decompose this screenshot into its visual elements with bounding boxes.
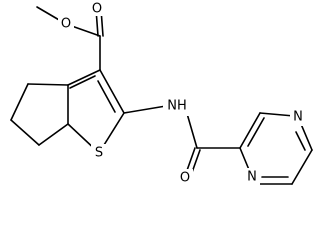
bond-c2-nh xyxy=(123,105,167,114)
atom-label-ester-carbonyl-oxygen: O xyxy=(92,2,102,17)
atom-label-pyrazine-nitrogen-bottom: N xyxy=(247,170,257,185)
atom-label-thiophene-sulfur: S xyxy=(95,146,103,161)
atom-label-methoxy-oxygen: O xyxy=(61,17,71,32)
bond-pyz-n4-c5-inner xyxy=(295,131,306,151)
bond-c2-c3 xyxy=(99,69,125,114)
bond-pyz-c2-c3-inner xyxy=(247,117,265,147)
atom-label-layer: O O NH S O N N xyxy=(58,0,306,187)
atom-label-pyrazine-nitrogen-top: N xyxy=(293,110,303,125)
molecule-structure: O O NH S O N N xyxy=(10,0,313,187)
bond-pyz-n4-c5 xyxy=(300,123,313,151)
bond-pyz-c5-c6 xyxy=(291,149,313,185)
bond-c6-c6a xyxy=(38,123,69,146)
bond-c3-c3a-double-a xyxy=(67,69,101,86)
bond-layer xyxy=(10,6,313,185)
bond-c2-c3-inner xyxy=(97,80,116,113)
atom-label-amide-nh: NH xyxy=(167,99,187,114)
bond-c5-c6 xyxy=(10,119,40,146)
bond-c3a-c4 xyxy=(27,83,69,86)
atom-label-amide-carbonyl-oxygen: O xyxy=(180,171,190,186)
bond-pyz-c3-n4 xyxy=(259,112,295,117)
bond-pyz-c2-c3 xyxy=(239,112,261,149)
bond-c3-c3a-double-b xyxy=(69,75,96,89)
bond-c4-c5 xyxy=(10,83,29,121)
bond-nh-amide-c xyxy=(185,109,198,149)
